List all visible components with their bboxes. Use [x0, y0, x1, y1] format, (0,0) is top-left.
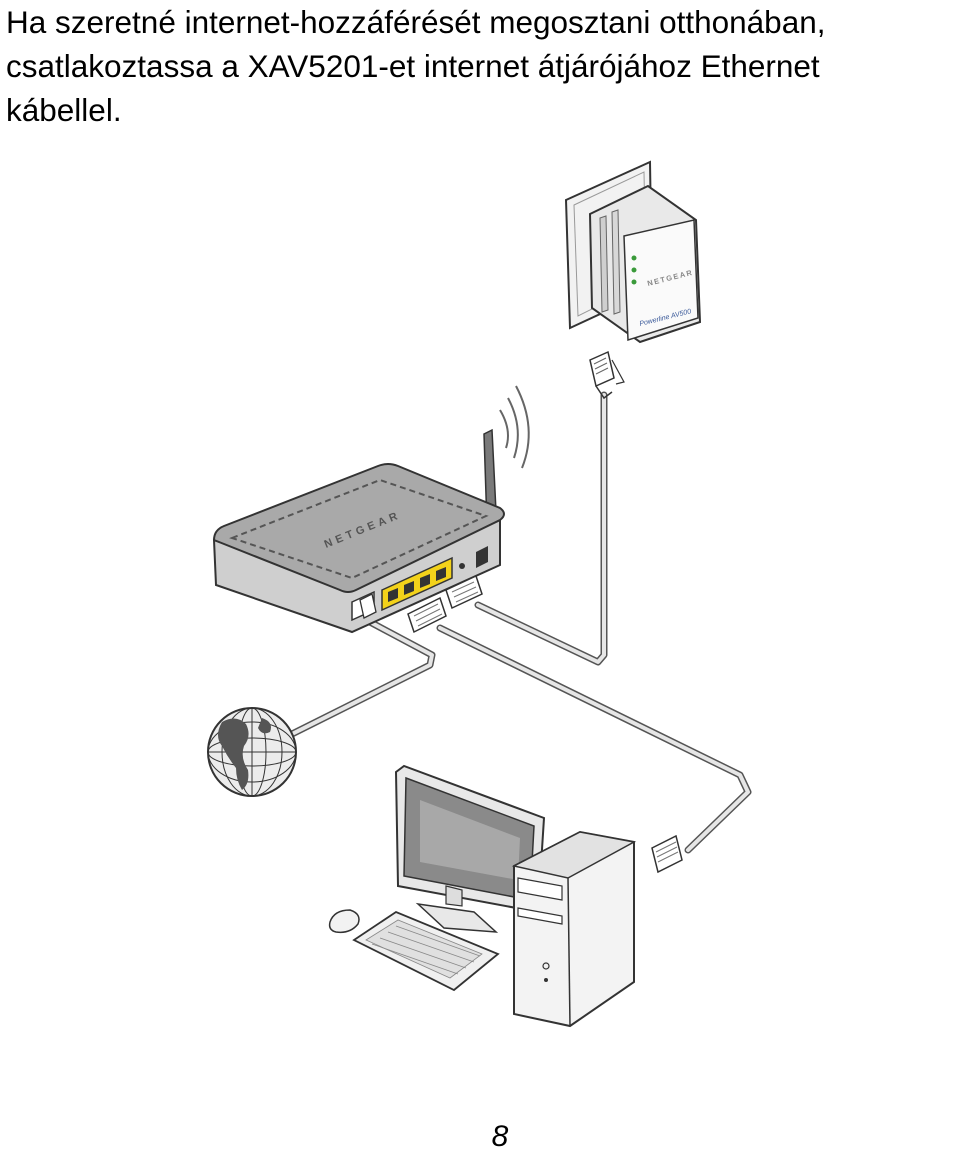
- instruction-line-2: csatlakoztassa a XAV5201-et internet átj…: [6, 48, 820, 84]
- instruction-text: Ha szeretné internet-hozzáférését megosz…: [6, 0, 956, 132]
- page-number: 8: [491, 1120, 509, 1153]
- instruction-line-1: Ha szeretné internet-hozzáférését megosz…: [6, 4, 826, 40]
- powerline-led-icon: [631, 267, 637, 273]
- power-led-icon: [631, 255, 637, 261]
- router: NETGEAR: [212, 385, 530, 634]
- powerline-adapter: NETGEAR Powerline AV500: [564, 160, 702, 400]
- mouse: [328, 909, 360, 934]
- wifi-signal-icon: [499, 385, 530, 469]
- internet-globe-icon: [207, 707, 297, 797]
- instruction-line-3: kábellel.: [6, 92, 122, 128]
- connection-diagram: NETGEAR Powerline AV500 NETGEAR: [207, 160, 752, 1028]
- ethernet-led-icon: [631, 279, 637, 285]
- computer: [328, 764, 683, 1028]
